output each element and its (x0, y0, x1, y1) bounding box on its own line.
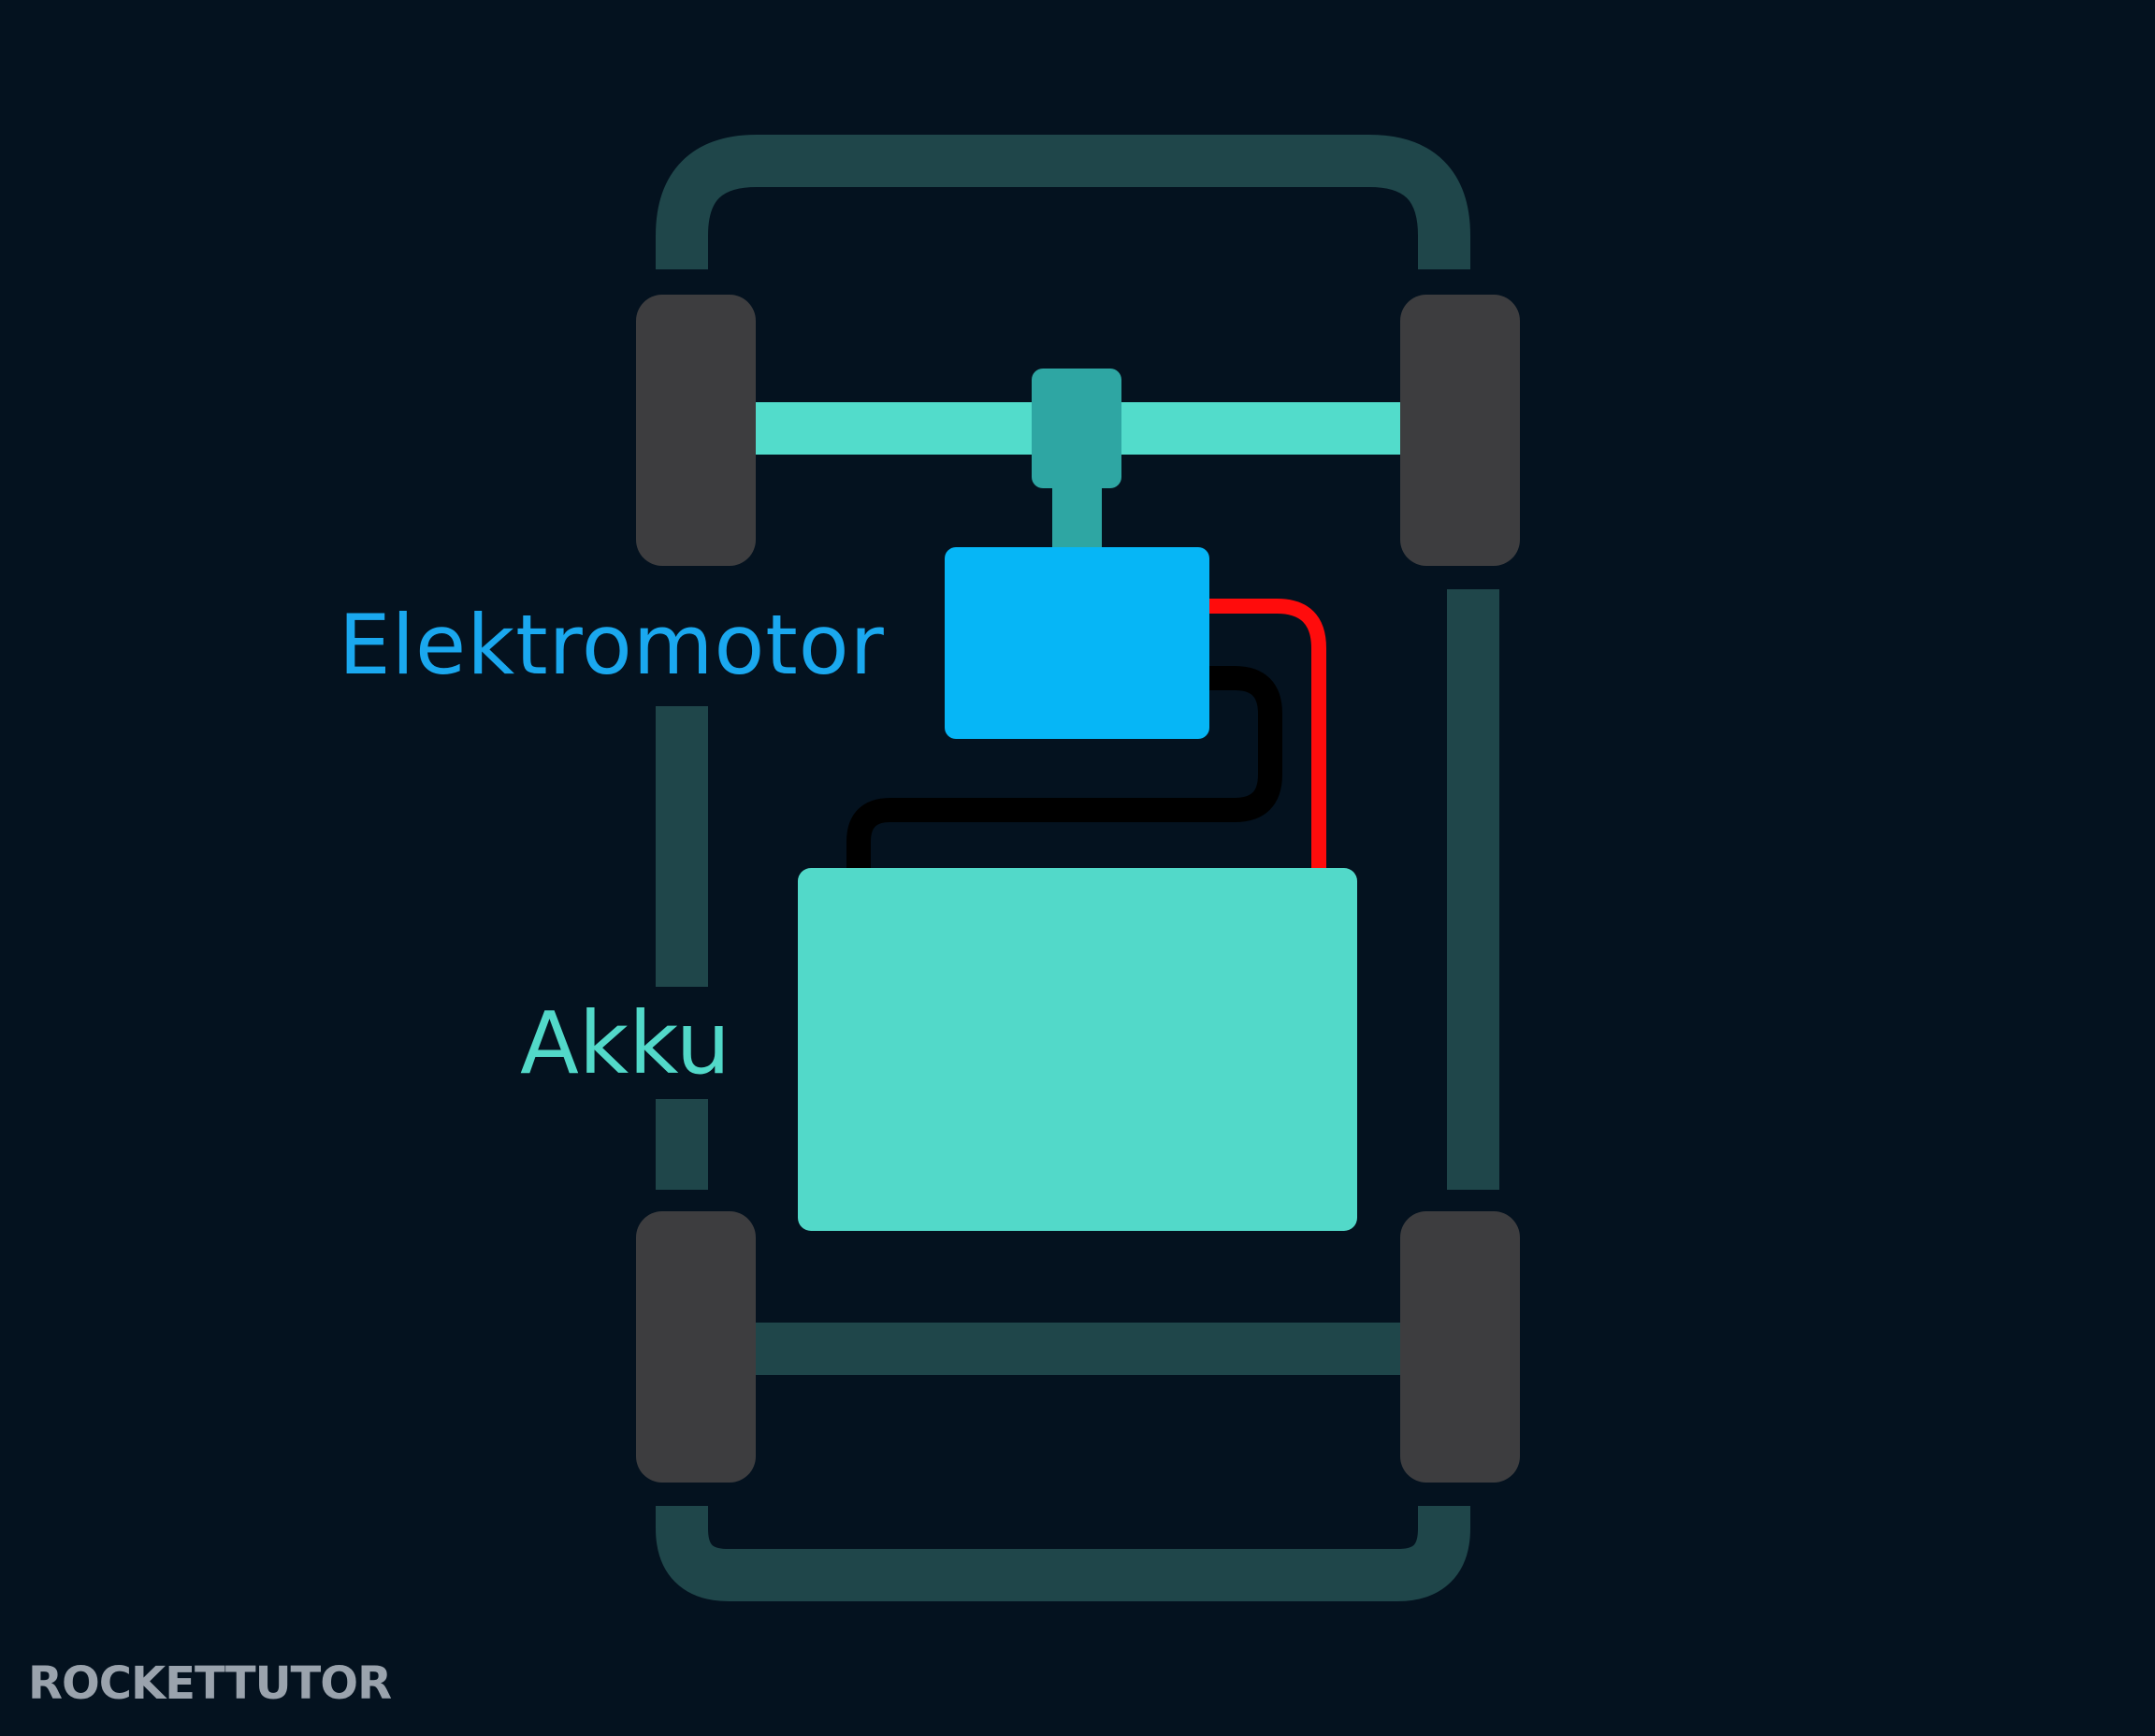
electric-motor (945, 547, 1209, 739)
chassis-frame (656, 135, 1499, 1601)
motor-label: Elektromotor (339, 597, 885, 693)
wheel-rear-left (636, 1211, 756, 1483)
frame-top-arc (656, 135, 1470, 269)
differential-gear (1032, 369, 1121, 488)
frame-bottom-arc (656, 1506, 1470, 1601)
wheels (636, 295, 1520, 1483)
rockettutor-logo: ROCKETTUTOR (28, 1657, 392, 1710)
wheel-rear-right (1400, 1211, 1520, 1483)
wheel-front-right (1400, 295, 1520, 566)
negative-cable (846, 666, 1282, 870)
rear-axle (748, 1323, 1403, 1375)
battery-label: Akku (520, 993, 730, 1093)
battery-pack (798, 868, 1357, 1231)
wheel-front-left (636, 295, 756, 566)
positive-cable (1207, 599, 1326, 870)
drive-shaft (1052, 477, 1102, 552)
